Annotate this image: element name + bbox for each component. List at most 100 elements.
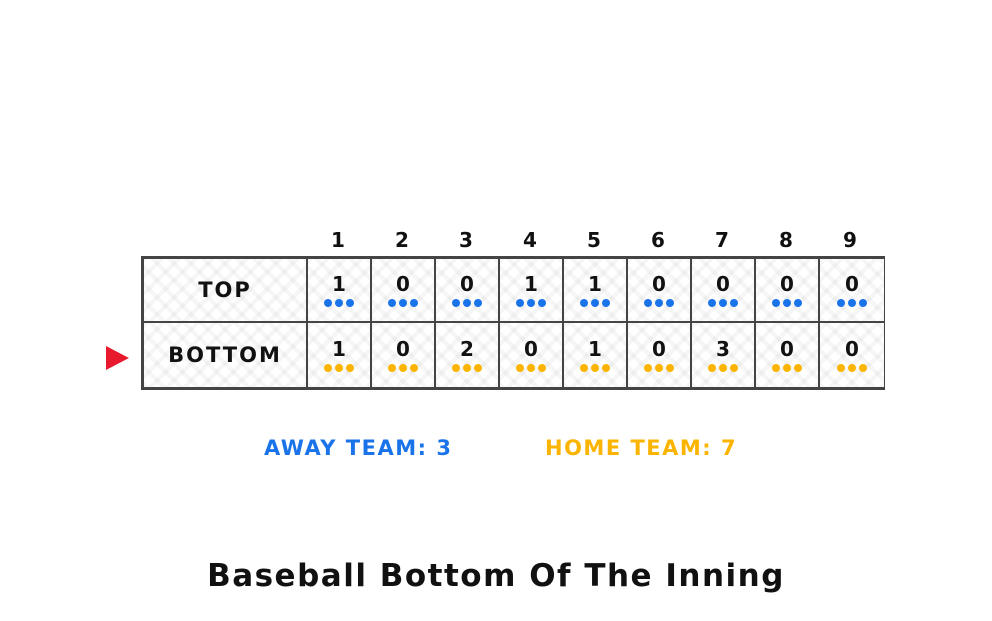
runs-cell: 0	[500, 323, 564, 387]
inning-number: 2	[395, 228, 409, 252]
dot-icon	[452, 364, 460, 372]
runs-value: 1	[524, 272, 538, 296]
runs-cell: 3	[692, 323, 756, 387]
runs-cell: 1	[308, 323, 372, 387]
runs-cell: 1	[564, 259, 628, 323]
dot-icon	[580, 364, 588, 372]
runs-value: 1	[332, 337, 346, 361]
dot-icon	[602, 364, 610, 372]
runs-value: 1	[332, 272, 346, 296]
dot-icon	[783, 364, 791, 372]
dot-icon	[644, 299, 652, 307]
outs-dots-icon	[452, 299, 482, 307]
dot-icon	[591, 364, 599, 372]
dot-icon	[591, 299, 599, 307]
runs-cell: 1	[500, 259, 564, 323]
runs-value: 2	[460, 337, 474, 361]
dot-icon	[644, 364, 652, 372]
runs-cell: 0	[820, 259, 884, 323]
dot-icon	[708, 299, 716, 307]
dot-icon	[848, 364, 856, 372]
dot-icon	[772, 364, 780, 372]
runs-value: 0	[460, 272, 474, 296]
dot-icon	[335, 299, 343, 307]
half-inning-label-cell: BOTTOM	[144, 323, 308, 387]
dot-icon	[463, 364, 471, 372]
team-totals: AWAY TEAM: 3 HOME TEAM: 7	[0, 436, 992, 466]
dot-icon	[452, 299, 460, 307]
dot-icon	[859, 299, 867, 307]
runs-value: 0	[652, 272, 666, 296]
dot-icon	[794, 364, 802, 372]
half-inning-label: TOP	[198, 278, 252, 302]
inning-number: 8	[779, 228, 793, 252]
outs-dots-icon	[708, 364, 738, 372]
outs-dots-icon	[516, 364, 546, 372]
runs-value: 0	[396, 337, 410, 361]
dot-icon	[730, 299, 738, 307]
runs-value: 0	[845, 337, 859, 361]
runs-cell: 0	[628, 259, 692, 323]
outs-dots-icon	[388, 299, 418, 307]
inning-number: 6	[651, 228, 665, 252]
runs-value: 0	[716, 272, 730, 296]
runs-cell: 0	[756, 323, 820, 387]
outs-dots-icon	[708, 299, 738, 307]
outs-dots-icon	[772, 364, 802, 372]
runs-value: 0	[524, 337, 538, 361]
dot-icon	[666, 364, 674, 372]
runs-cell: 1	[564, 323, 628, 387]
runs-cell: 1	[308, 259, 372, 323]
dot-icon	[719, 299, 727, 307]
outs-dots-icon	[644, 299, 674, 307]
dot-icon	[335, 364, 343, 372]
outs-dots-icon	[837, 299, 867, 307]
runs-cell: 0	[756, 259, 820, 323]
inning-number: 1	[331, 228, 345, 252]
dot-icon	[527, 299, 535, 307]
dot-icon	[474, 299, 482, 307]
outs-dots-icon	[324, 299, 354, 307]
runs-cell: 2	[436, 323, 500, 387]
dot-icon	[346, 364, 354, 372]
inning-number: 9	[843, 228, 857, 252]
dot-icon	[794, 299, 802, 307]
runs-cell: 0	[436, 259, 500, 323]
runs-value: 3	[716, 337, 730, 361]
outs-dots-icon	[837, 364, 867, 372]
dot-icon	[516, 299, 524, 307]
runs-value: 0	[780, 337, 794, 361]
dot-icon	[516, 364, 524, 372]
dot-icon	[837, 299, 845, 307]
dot-icon	[324, 299, 332, 307]
outs-dots-icon	[516, 299, 546, 307]
page-title: Baseball Bottom Of The Inning	[207, 558, 785, 594]
runs-cell: 0	[820, 323, 884, 387]
outs-dots-icon	[324, 364, 354, 372]
dot-icon	[655, 299, 663, 307]
dot-icon	[655, 364, 663, 372]
inning-number: 3	[459, 228, 473, 252]
home-team-total: HOME TEAM: 7	[545, 436, 738, 460]
runs-cell: 0	[692, 259, 756, 323]
away-team-total: AWAY TEAM: 3	[264, 436, 453, 460]
outs-dots-icon	[452, 364, 482, 372]
outs-dots-icon	[772, 299, 802, 307]
runs-value: 0	[396, 272, 410, 296]
runs-value: 0	[780, 272, 794, 296]
half-inning-label-cell: TOP	[144, 259, 308, 323]
dot-icon	[463, 299, 471, 307]
dot-icon	[859, 364, 867, 372]
dot-icon	[324, 364, 332, 372]
dot-icon	[346, 299, 354, 307]
inning-number: 5	[587, 228, 601, 252]
outs-dots-icon	[580, 299, 610, 307]
dot-icon	[772, 299, 780, 307]
dot-icon	[848, 299, 856, 307]
dot-icon	[399, 364, 407, 372]
dot-icon	[410, 364, 418, 372]
outs-dots-icon	[388, 364, 418, 372]
dot-icon	[527, 364, 535, 372]
